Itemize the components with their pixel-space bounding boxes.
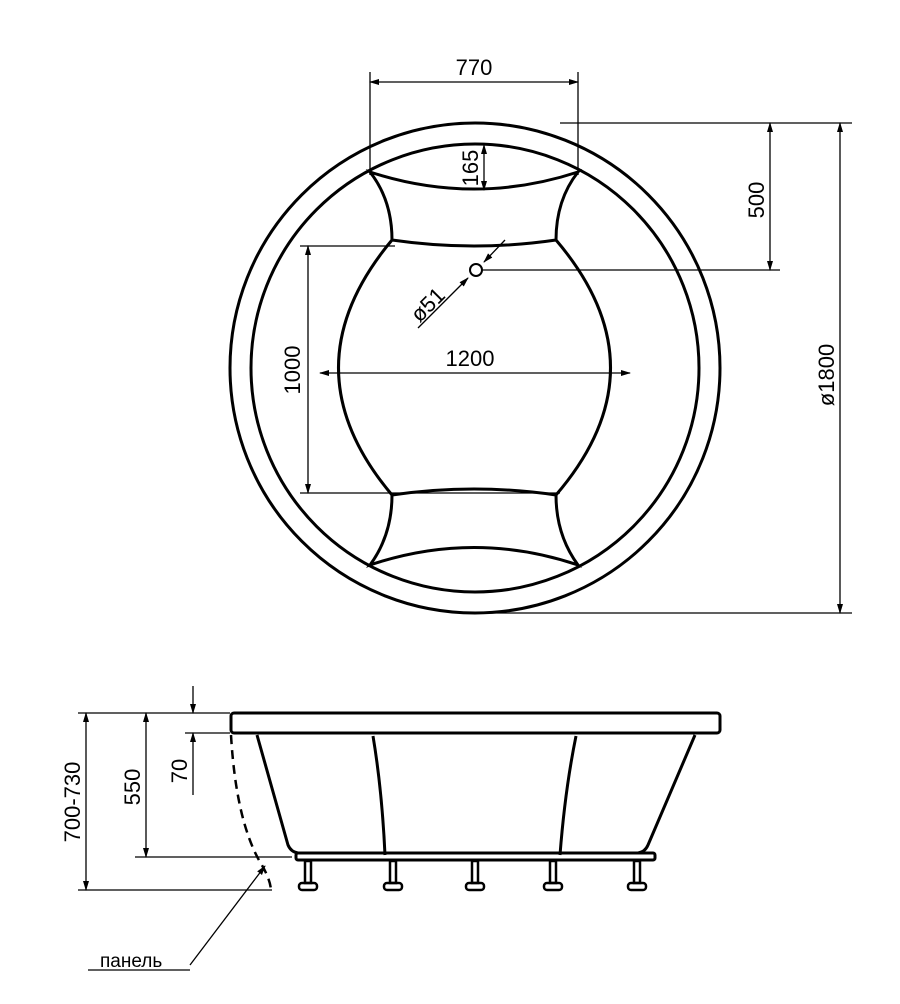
dim-550: 550	[120, 769, 145, 806]
panel-label: панель	[100, 951, 162, 972]
dim-165: 165	[458, 150, 483, 187]
leg	[542, 859, 564, 892]
bowl-left-arc	[337, 239, 394, 496]
dim-1000: 1000	[280, 346, 305, 395]
legs	[297, 859, 648, 892]
body-right-edge	[637, 734, 697, 855]
leg	[382, 859, 404, 892]
leg	[297, 859, 319, 892]
body-inner-right	[558, 735, 578, 856]
dim-70: 70	[167, 759, 192, 783]
top-seat	[365, 169, 583, 248]
dim-500: 500	[744, 182, 769, 219]
dim-700-730: 700-730	[60, 762, 85, 843]
dim-1200: 1200	[446, 346, 495, 371]
leg	[464, 859, 486, 892]
side-view: 700-730 550 70 панель	[60, 686, 722, 972]
dim-51: ø51	[405, 282, 449, 326]
bowl-right-arc	[554, 239, 612, 496]
dim-770: 770	[456, 55, 493, 80]
top-view: 770 165 500 ø1800 ø51 1000 1200	[228, 55, 852, 615]
body-left-edge	[255, 734, 299, 855]
rim	[229, 711, 722, 735]
base-frame	[294, 851, 657, 862]
panel-outline	[229, 734, 273, 891]
drain-icon	[469, 263, 483, 277]
inner-rim	[249, 142, 701, 594]
dim-1800: ø1800	[814, 344, 839, 406]
bottom-seat	[365, 487, 583, 568]
body-inner-left	[371, 735, 387, 856]
leg	[626, 859, 648, 892]
